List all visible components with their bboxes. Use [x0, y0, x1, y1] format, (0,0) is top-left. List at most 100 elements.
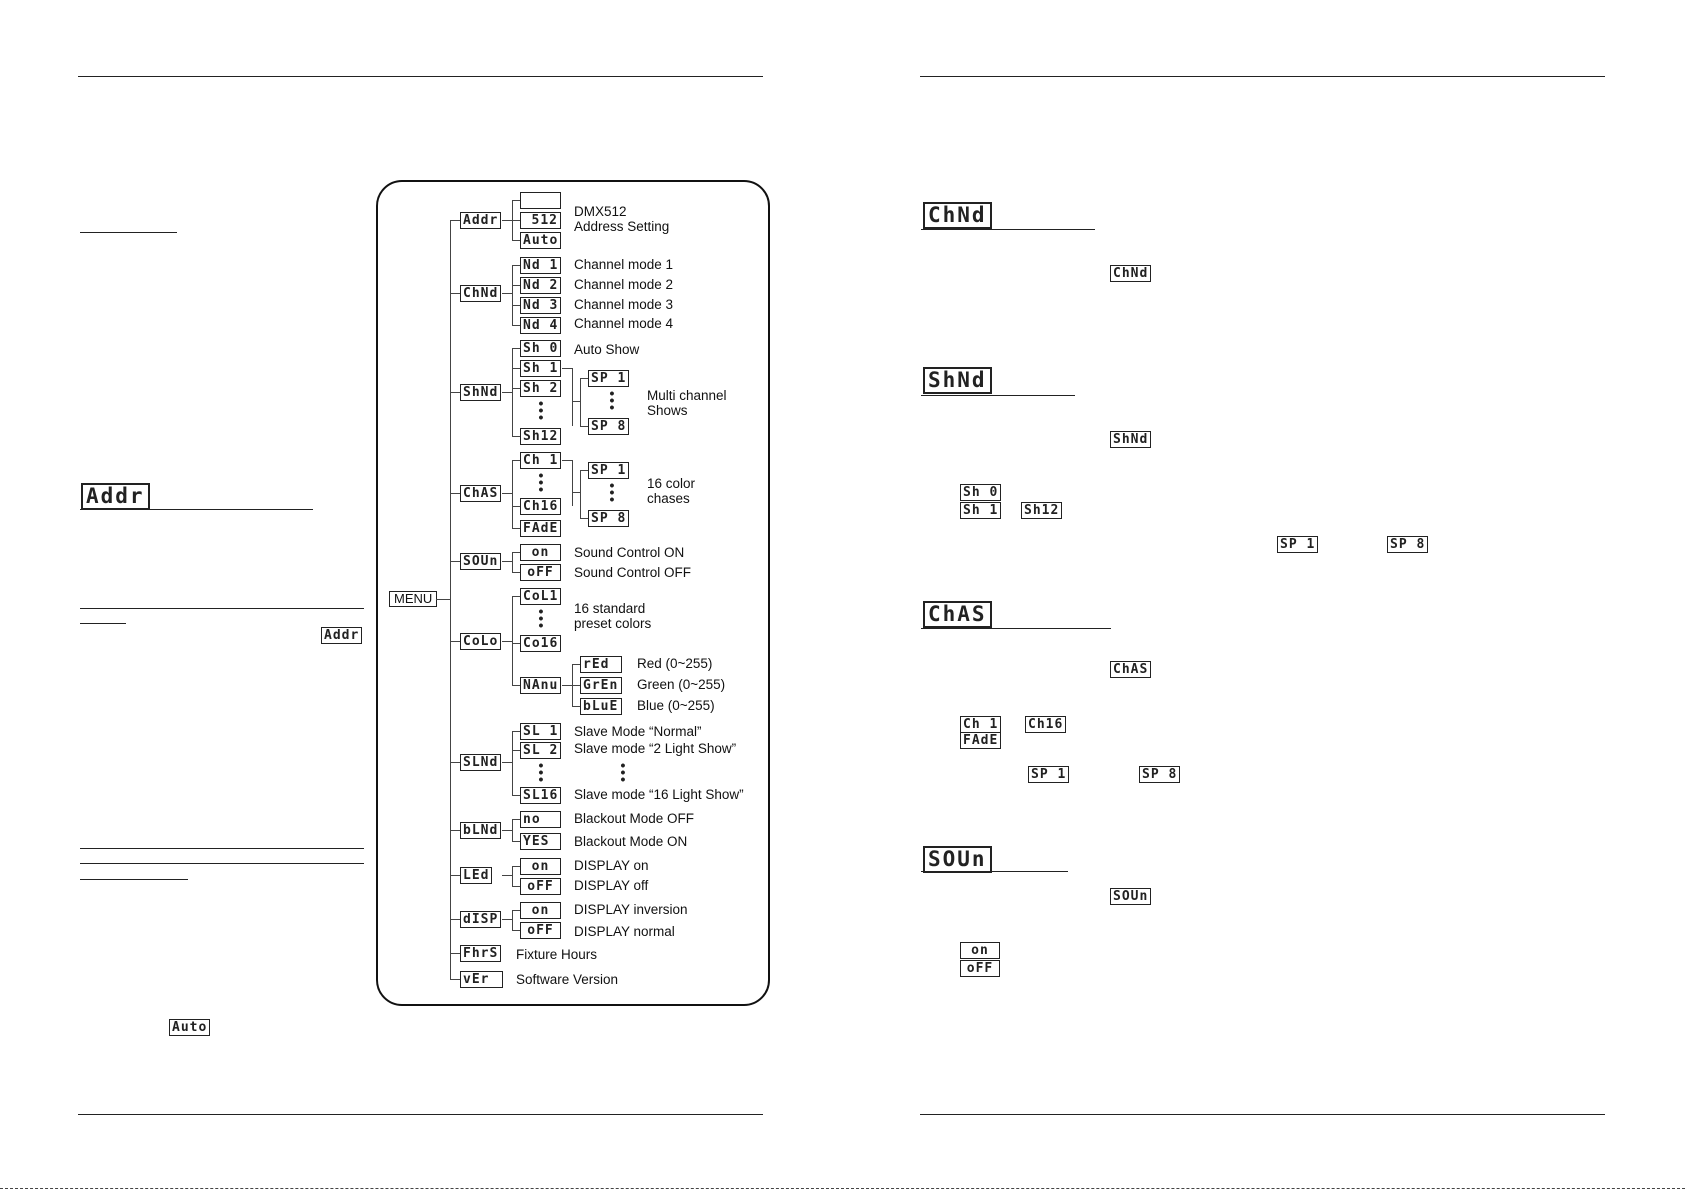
left-underline-1 [80, 232, 177, 233]
col16-code: Co16 [520, 635, 562, 652]
sl2-code: SL 2 [520, 742, 562, 759]
standard-colors-label-1: 16 standard [574, 601, 646, 616]
chas-heading-icon: ChAS [923, 601, 992, 628]
colo-menu-code: CoLo [460, 633, 502, 650]
blnd-sub-1 [512, 819, 520, 820]
right-page-top-rule [920, 76, 1605, 77]
addr-menu-code: Addr [460, 212, 502, 229]
shnd-sub-1 [512, 348, 520, 349]
soun-sub-1 [512, 552, 520, 553]
branch-chnd [450, 293, 460, 294]
channel-mode-3-label: Channel mode 3 [574, 297, 674, 312]
branch-blnd [450, 830, 460, 831]
standard-colors-label-2: preset colors [574, 616, 652, 631]
disp-stub [502, 919, 512, 920]
led-off-code: oFF [520, 878, 561, 895]
soun-inline-icon: SOUn [1110, 888, 1152, 905]
disp-sub-2 [512, 930, 520, 931]
sp-sub-1 [580, 378, 588, 379]
soun-on-inline-icon: on [960, 942, 1000, 959]
fade-code: FAdE [520, 520, 562, 537]
chnd-heading-underline [921, 229, 1095, 230]
menu-tree-panel [376, 180, 770, 1006]
col-dots: ••• [538, 603, 544, 633]
chas-sp1-inline-icon: SP 1 [1028, 766, 1070, 783]
left-underline-3 [80, 879, 188, 880]
colo-stub [502, 641, 512, 642]
display-inversion-label: DISPLAY inversion [574, 902, 688, 917]
chas-sp8-inline-icon: SP 8 [1139, 766, 1181, 783]
col1-code: CoL1 [520, 588, 562, 605]
md3-code: Nd 3 [520, 297, 562, 314]
sound-off-code: oFF [520, 564, 561, 581]
led-sub-2 [512, 886, 520, 887]
manu-stub [562, 685, 572, 686]
display-off-label: DISPLAY off [574, 878, 649, 893]
md1-code: Nd 1 [520, 257, 562, 274]
addr-sub-2 [512, 220, 520, 221]
dmx-auto-code: Auto [520, 232, 562, 249]
chnd-sub-4 [512, 325, 520, 326]
led-sub-line [512, 866, 513, 886]
led-stub [502, 875, 512, 876]
sh0-inline-icon: Sh 0 [960, 484, 1002, 501]
addr-sub-3 [512, 240, 520, 241]
slnd-sub-1 [512, 731, 520, 732]
blnd-sub-2 [512, 841, 520, 842]
shnd-heading-icon: ShNd [923, 367, 992, 394]
channel-mode-2-label: Channel mode 2 [574, 277, 674, 292]
sh-multi-stub [562, 368, 572, 369]
chas-menu-code: ChAS [460, 485, 502, 502]
chas-sp-stub [562, 460, 572, 461]
chas-sp8-code: SP 8 [588, 510, 630, 527]
slnd-sub-2 [512, 750, 520, 751]
ch-dots: ••• [538, 467, 544, 497]
slave-normal-label: Slave Mode “Normal” [574, 724, 702, 739]
shnd-heading-underline [921, 395, 1075, 396]
chas-sp-dots: ••• [609, 477, 615, 507]
chas-sp-sub-2 [580, 518, 588, 519]
blnd-sub-line [512, 819, 513, 841]
sound-on-label: Sound Control ON [574, 545, 685, 560]
chnd-stub [502, 293, 512, 294]
soun-heading-underline [921, 871, 1068, 872]
page-cut-line [0, 1188, 1685, 1189]
color-chases-label-1: 16 color [647, 476, 696, 491]
disp-sub-line [512, 910, 513, 930]
slnd-sub-3 [512, 795, 520, 796]
chas-sub-3 [512, 528, 520, 529]
branch-soun [450, 561, 460, 562]
ch16-inline-icon: Ch16 [1025, 716, 1067, 733]
green-label: Green (0~255) [637, 677, 726, 692]
disp-off-code: oFF [520, 922, 561, 939]
shnd-sub-2 [512, 368, 520, 369]
sh-dots: ••• [538, 395, 544, 425]
slnd-menu-code: SLNd [460, 754, 502, 771]
manu-code: NAnu [520, 677, 562, 694]
sp8-code: SP 8 [588, 418, 630, 435]
chas-inline-icon: ChAS [1110, 661, 1152, 678]
chnd-sub-1 [512, 265, 520, 266]
sh1-code: Sh 1 [520, 360, 562, 377]
display-on-label: DISPLAY on [574, 858, 649, 873]
color-chases-label-2: chases [647, 491, 690, 506]
fade-inline-icon: FAdE [960, 732, 1002, 749]
addr-heading-icon: Addr [81, 483, 150, 510]
fixture-hours-label: Fixture Hours [516, 947, 598, 962]
left-page-bottom-rule [78, 1114, 763, 1115]
dmx-512-code: 512 [520, 212, 561, 229]
branch-colo [450, 641, 460, 642]
soun-sub-2 [512, 572, 520, 573]
shows-label: Shows [647, 403, 688, 418]
chas-sub-2 [512, 506, 520, 507]
multi-channel-label: Multi channel [647, 388, 727, 403]
disp-sub-1 [512, 910, 520, 911]
slnd-sub-line [512, 731, 513, 795]
branch-ver [450, 979, 460, 980]
shnd-sub-3 [512, 388, 520, 389]
chnd-menu-code: ChNd [460, 285, 502, 302]
soun-menu-code: SOUn [460, 553, 502, 570]
led-sub-1 [512, 866, 520, 867]
sl-dots: ••• [538, 757, 544, 787]
sp-line [580, 378, 581, 426]
